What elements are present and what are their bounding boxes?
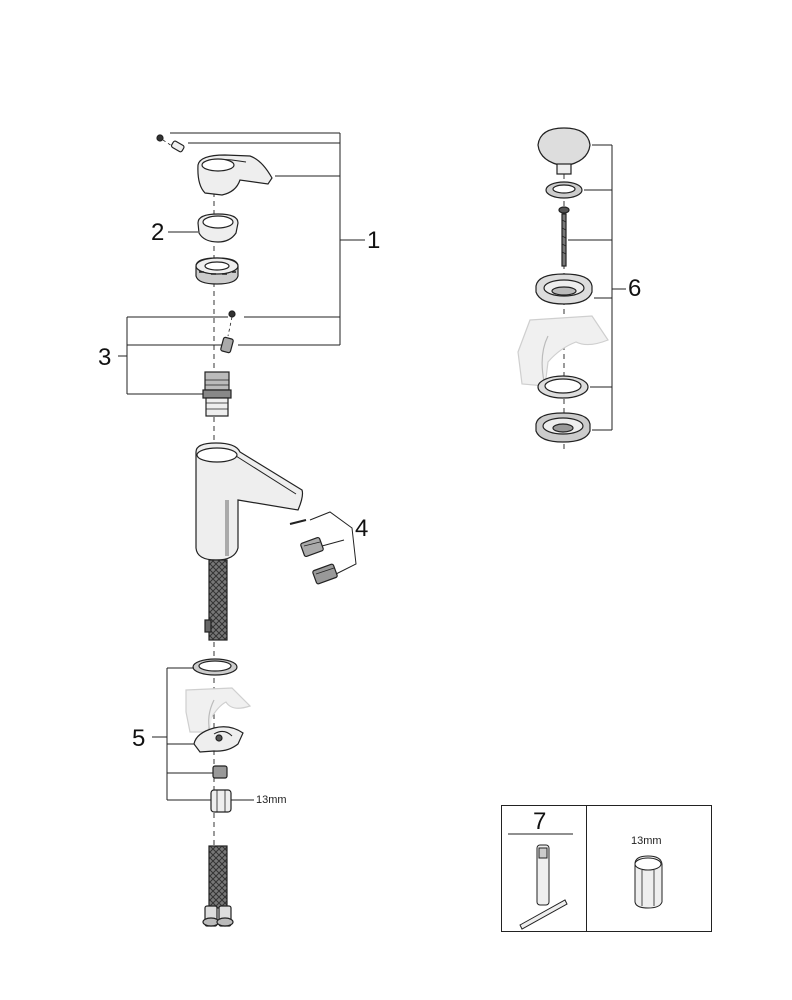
supply-hoses-icon	[204, 559, 228, 641]
callout-6-leaders	[568, 144, 626, 431]
wrench-size-label: 13mm	[256, 794, 287, 806]
c-washer-icon	[193, 726, 244, 753]
callout-3-leaders	[118, 316, 228, 395]
drain-plug-cap-icon	[537, 127, 591, 175]
faucet-body-icon	[195, 442, 304, 561]
faucet-assembly	[118, 132, 365, 927]
threaded-rod-nut-icon	[212, 765, 228, 779]
lever-handle-icon	[197, 154, 273, 196]
part-number-5: 5	[132, 725, 146, 752]
callout-5-leaders	[152, 667, 254, 801]
callout-4-leaders	[309, 511, 357, 575]
part-number-1: 1	[367, 227, 381, 254]
hex-nut-icon	[210, 789, 232, 813]
part-number-7: 7	[533, 808, 547, 835]
part-number-4: 4	[355, 515, 369, 542]
tool-box-graphics	[508, 833, 663, 930]
socket-13mm-icon	[634, 855, 663, 909]
retaining-nut-icon	[195, 257, 239, 285]
aerator-set-icon	[289, 519, 338, 585]
drain-gasket-icon	[537, 375, 589, 399]
part-number-6: 6	[628, 275, 642, 302]
drain-nut-icon	[535, 412, 591, 443]
fixing-ring-icon	[192, 658, 238, 676]
drain-flange-icon	[535, 273, 593, 305]
drain-seal-ring-icon	[545, 181, 583, 199]
cartridge-icon	[202, 371, 232, 417]
countertop-ghost-icon	[185, 687, 252, 733]
part-number-3: 3	[98, 344, 112, 371]
part-number-2: 2	[151, 219, 165, 246]
cover-cap-icon	[197, 213, 239, 243]
drain-assembly	[517, 127, 626, 452]
t-handle-wrench-icon	[519, 844, 568, 930]
hose-ends-icon	[202, 845, 234, 927]
callout-1-leaders	[170, 132, 365, 346]
tool-box-divider	[586, 806, 587, 931]
tool-box-wrench-size-label: 13mm	[631, 835, 662, 847]
cartridge-screw-icon	[220, 310, 236, 354]
drain-screw-icon	[558, 206, 570, 267]
tool-box	[501, 805, 712, 932]
grub-screw-icon	[156, 134, 185, 153]
